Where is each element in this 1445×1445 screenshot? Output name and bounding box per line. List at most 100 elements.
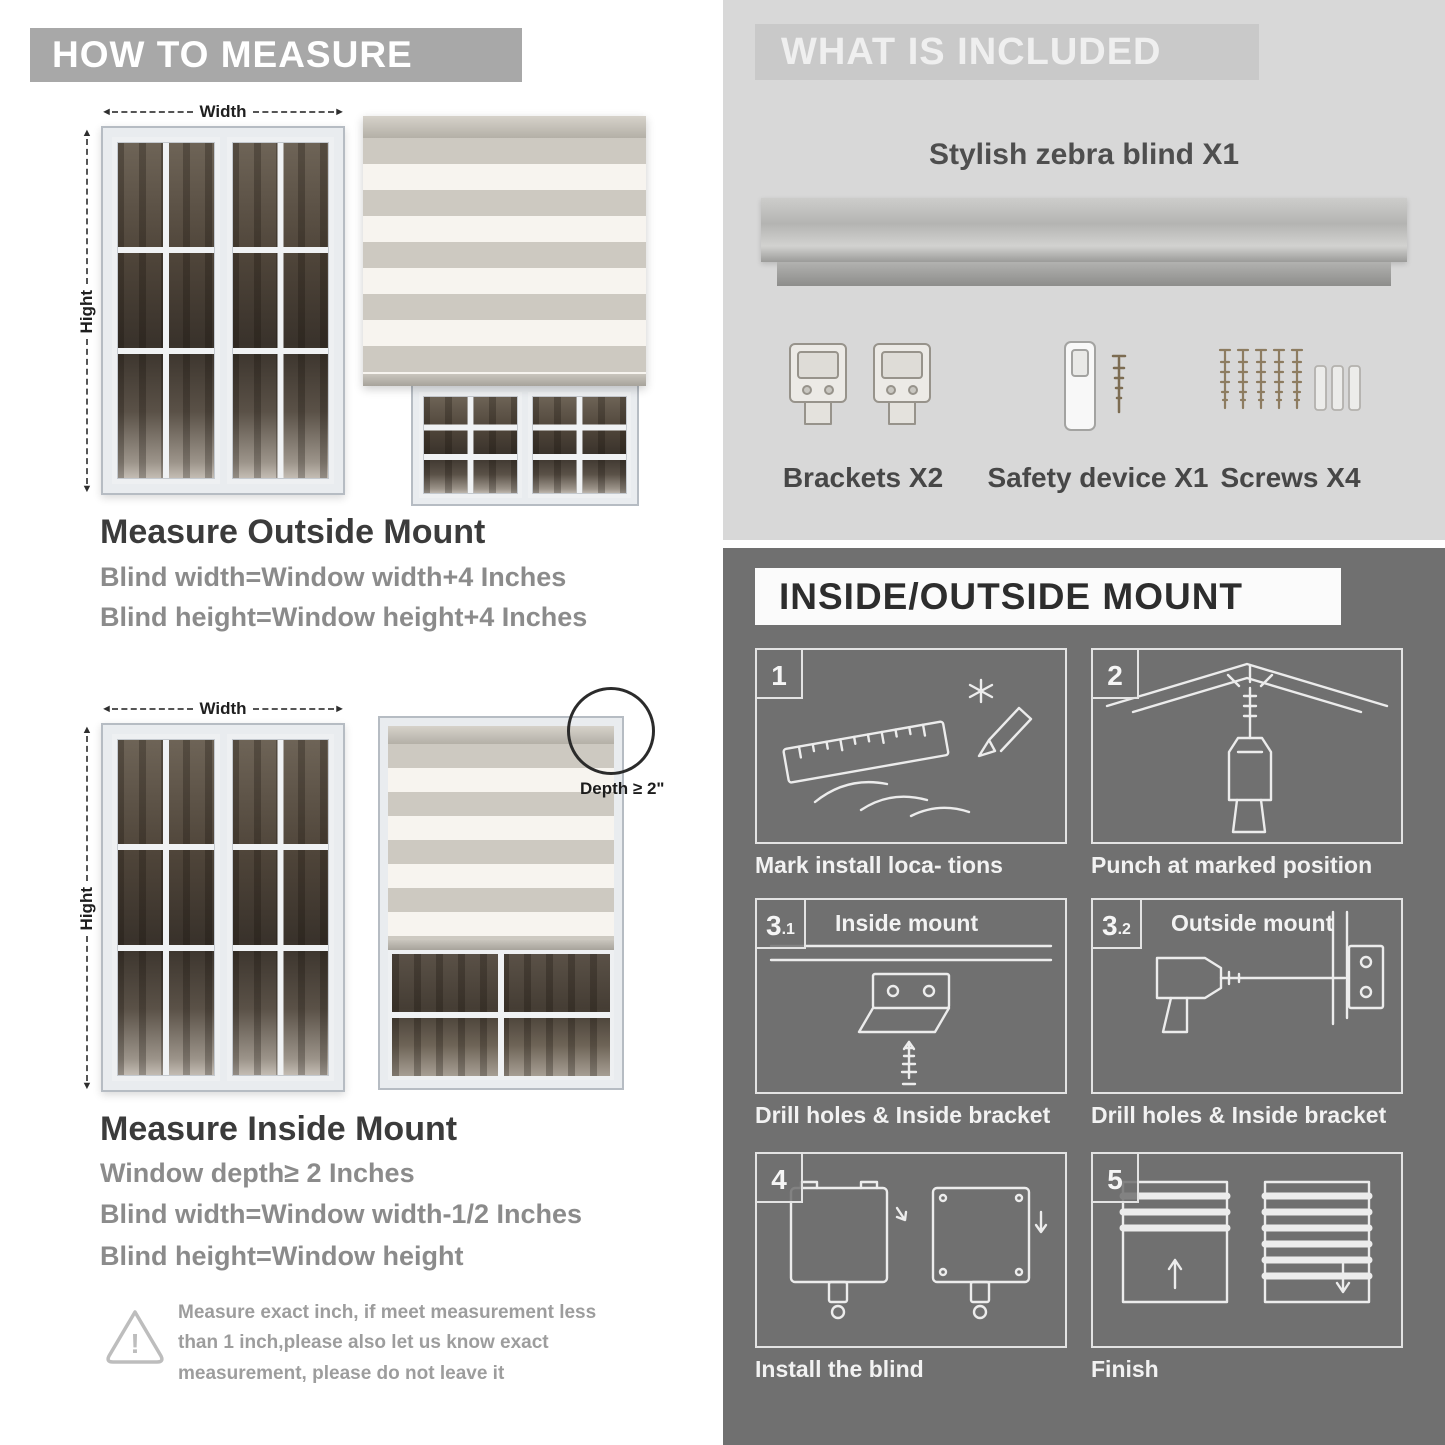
warning-triangle-icon: ! (106, 1310, 164, 1364)
blind-outside-illustration (363, 116, 646, 506)
screws-illustration (1215, 340, 1365, 432)
inside-mount-line3: Blind height=Window height (100, 1241, 464, 1271)
screws-icon (1218, 348, 1361, 411)
arrow-right-icon: ► (334, 105, 345, 118)
step-panel-4: 4 (755, 1152, 1067, 1348)
dashed-line (252, 708, 335, 710)
step-number: 3.2 (1093, 900, 1142, 949)
window-casement (528, 392, 631, 498)
zebra-blind (363, 116, 646, 386)
height-measure-arrow: ▲ Hight ▼ (75, 128, 99, 495)
step-caption-4: Install the blind (755, 1356, 924, 1382)
warning-text: Measure exact inch, if meet measurement … (178, 1302, 597, 1384)
step-caption-5: Finish (1091, 1356, 1159, 1382)
width-measure-arrow: ◄ Width ► (101, 100, 345, 124)
height-label: Hight (77, 289, 96, 334)
blind-stripes (363, 138, 646, 374)
arrow-up-icon: ▲ (81, 127, 93, 139)
step-label: Inside mount (835, 910, 979, 936)
safety-device-illustration (1055, 338, 1147, 434)
window-casement (419, 392, 522, 498)
window-casement (388, 950, 614, 1080)
dashed-line (86, 936, 88, 1081)
window-casement (226, 137, 334, 484)
arrow-down-icon: ▼ (81, 483, 93, 495)
outside-mount-line1: Blind width=Window width+4 Inches (100, 562, 567, 592)
blind-valance-illustration (777, 262, 1391, 286)
width-label: Width (199, 102, 247, 121)
blind-headrail (363, 116, 646, 138)
window-frame (101, 723, 345, 1092)
window-inside-illustration: ◄ Width ► ▲ Hight ▼ (75, 697, 345, 1092)
bracket-icon (873, 343, 931, 425)
finish-illustration (1119, 1180, 1373, 1304)
blind-inside-illustration (378, 716, 624, 1090)
height-label: Hight (77, 886, 96, 931)
blind-headrail-illustration (761, 198, 1407, 262)
window-outside-illustration: ◄ Width ► ▲ Hight ▼ (75, 100, 345, 495)
drill-illustration (1105, 662, 1389, 834)
what-is-included-banner: WHAT IS INCLUDED (755, 24, 1259, 80)
svg-text:!: ! (130, 1328, 139, 1359)
window-frame (101, 126, 345, 495)
brackets-label: Brackets X2 (782, 462, 944, 493)
step-number: 2 (1093, 650, 1139, 699)
screws-label: Screws X4 (1220, 462, 1361, 493)
dashed-line (252, 111, 335, 113)
step-number: 5 (1093, 1154, 1139, 1203)
bracket-icon (789, 343, 847, 425)
step-caption-1: Mark install loca- tions (755, 852, 1003, 878)
step-caption-2: Punch at marked position (1091, 852, 1373, 878)
inside-bracket-illustration (769, 944, 1053, 1086)
window-casement (226, 734, 334, 1081)
width-measure-arrow: ◄ Width ► (101, 697, 345, 721)
dashed-line (86, 736, 88, 881)
how-to-measure-banner: HOW TO MEASURE (30, 28, 522, 82)
blind-headrail (388, 726, 614, 744)
outside-mount-title: Measure Outside Mount (100, 513, 486, 551)
step-number: 4 (757, 1154, 803, 1203)
blind-bottom-rail (363, 374, 646, 386)
step-label: Outside mount (1171, 910, 1334, 936)
blind-bottom-rail (388, 940, 614, 950)
outside-mount-line2: Blind height=Window height+4 Inches (100, 602, 588, 632)
arrow-left-icon: ◄ (101, 702, 112, 715)
brackets-illustration (785, 338, 935, 432)
depth-label: Depth ≥ 2" (580, 779, 665, 798)
install-blind-illustration (789, 1180, 1048, 1320)
step-panel-5: 5 (1091, 1152, 1403, 1348)
step-panel-3-2: 3.2 Outside mount (1091, 898, 1403, 1094)
inside-mount-line1: Window depth≥ 2 Inches (100, 1158, 415, 1188)
dashed-line (86, 339, 88, 484)
arrow-up-icon: ▲ (81, 724, 93, 736)
window-frame (411, 384, 639, 506)
inside-mount-title: Measure Inside Mount (100, 1110, 458, 1148)
step-panel-3-1: 3.1 Inside mount (755, 898, 1067, 1094)
window-casement (112, 734, 220, 1081)
blind-product-label: Stylish zebra blind X1 (928, 138, 1240, 171)
window-frame (388, 726, 614, 1080)
what-is-included-section: WHAT IS INCLUDED Stylish zebra blind X1 (723, 0, 1445, 540)
outside-bracket-illustration (1155, 910, 1385, 1034)
window-casement (112, 137, 220, 484)
blind-stripes (388, 744, 614, 940)
step-panel-1: 1 (755, 648, 1067, 844)
dashed-line (111, 111, 194, 113)
width-label: Width (199, 699, 247, 718)
arrow-down-icon: ▼ (81, 1080, 93, 1092)
height-measure-arrow: ▲ Hight ▼ (75, 725, 99, 1092)
mark-location-illustration (782, 678, 1033, 818)
dashed-line (86, 139, 88, 284)
step-panel-2: 2 (1091, 648, 1403, 844)
step-caption-3-2: Drill holes & Inside bracket (1091, 1102, 1387, 1128)
arrow-right-icon: ► (334, 702, 345, 715)
arrow-left-icon: ◄ (101, 105, 112, 118)
mount-instructions-section: INSIDE/OUTSIDE MOUNT 1 Mark install loca… (723, 548, 1445, 1445)
step-number: 3.1 (757, 900, 806, 949)
depth-annotation-circle (567, 687, 655, 775)
step-caption-3-1: Drill holes & Inside bracket (755, 1102, 1051, 1128)
step-number: 1 (757, 650, 803, 699)
dashed-line (111, 708, 194, 710)
mount-banner: INSIDE/OUTSIDE MOUNT (755, 568, 1341, 625)
